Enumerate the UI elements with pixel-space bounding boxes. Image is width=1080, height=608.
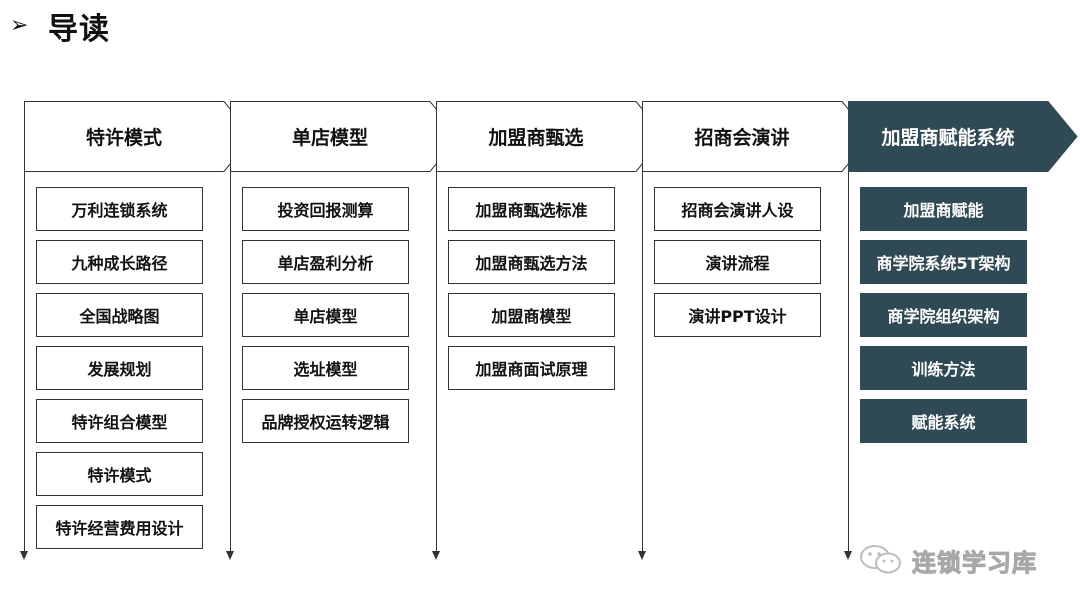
- stage-header: 特许模式: [24, 101, 254, 172]
- step-box: 特许组合模型: [36, 399, 203, 443]
- chevron-shape: [848, 101, 1078, 172]
- step-box: 加盟商赋能: [860, 187, 1027, 231]
- step-box: 训练方法: [860, 346, 1027, 390]
- stage-title: 加盟商甄选: [488, 126, 584, 149]
- stage-header: 招商会演讲: [642, 101, 872, 172]
- step-box: 品牌授权运转逻辑: [242, 399, 409, 443]
- arrow-down-icon: [20, 551, 28, 560]
- arrow-down-icon: [432, 551, 440, 560]
- column-timeline: [642, 101, 643, 553]
- step-box: 选址模型: [242, 346, 409, 390]
- step-box: 特许模式: [36, 452, 203, 496]
- step-box: 万利连锁系统: [36, 187, 203, 231]
- column-2: 单店模型投资回报测算单店盈利分析单店模型选址模型品牌授权运转逻辑: [226, 101, 460, 561]
- step-box: 演讲流程: [654, 240, 821, 284]
- stage-title: 招商会演讲: [694, 126, 790, 149]
- column-1: 特许模式万利连锁系统九种成长路径全国战略图发展规划特许组合模型特许模式特许经营费…: [20, 101, 254, 561]
- step-box: 九种成长路径: [36, 240, 203, 284]
- watermark-text: 连锁学习库: [912, 548, 1037, 577]
- step-box: 发展规划: [36, 346, 203, 390]
- step-box: 全国战略图: [36, 293, 203, 337]
- step-box: 赋能系统: [860, 399, 1027, 443]
- stage-title: 加盟商赋能系统: [881, 126, 1015, 149]
- column-timeline: [230, 101, 231, 553]
- column-5: 加盟商赋能系统加盟商赋能商学院系统5T架构商学院组织架构训练方法赋能系统: [844, 101, 1078, 561]
- step-box: 特许经营费用设计: [36, 505, 203, 549]
- arrow-down-icon: [638, 551, 646, 560]
- page-header: ➢ 导读: [10, 6, 110, 47]
- arrow-down-icon: [226, 551, 234, 560]
- step-box: 投资回报测算: [242, 187, 409, 231]
- stage-header: 加盟商赋能系统: [848, 101, 1078, 172]
- step-box: 加盟商甄选标准: [448, 187, 615, 231]
- stage-title: 特许模式: [85, 126, 162, 149]
- step-box: 招商会演讲人设: [654, 187, 821, 231]
- column-3: 加盟商甄选加盟商甄选标准加盟商甄选方法加盟商模型加盟商面试原理: [432, 101, 666, 561]
- stage-header: 单店模型: [230, 101, 460, 172]
- step-box: 演讲PPT设计: [654, 293, 821, 337]
- step-box: 加盟商甄选方法: [448, 240, 615, 284]
- step-box: 商学院组织架构: [860, 293, 1027, 337]
- step-box: 加盟商模型: [448, 293, 615, 337]
- column-timeline: [436, 101, 437, 553]
- column-timeline: [24, 101, 25, 553]
- stage-title: 单店模型: [291, 126, 368, 149]
- arrow-bullet-icon: ➢: [10, 13, 29, 38]
- step-box: 商学院系统5T架构: [860, 240, 1027, 284]
- watermark: 连锁学习库: [858, 540, 1037, 580]
- wechat-icon: [860, 545, 901, 574]
- page-title: 导读: [48, 12, 110, 47]
- stage-header: 加盟商甄选: [436, 101, 666, 172]
- step-box: 加盟商面试原理: [448, 346, 615, 390]
- step-box: 单店盈利分析: [242, 240, 409, 284]
- column-4: 招商会演讲招商会演讲人设演讲流程演讲PPT设计: [638, 101, 872, 561]
- arrow-down-icon: [844, 551, 852, 560]
- step-box: 单店模型: [242, 293, 409, 337]
- column-timeline: [848, 101, 849, 553]
